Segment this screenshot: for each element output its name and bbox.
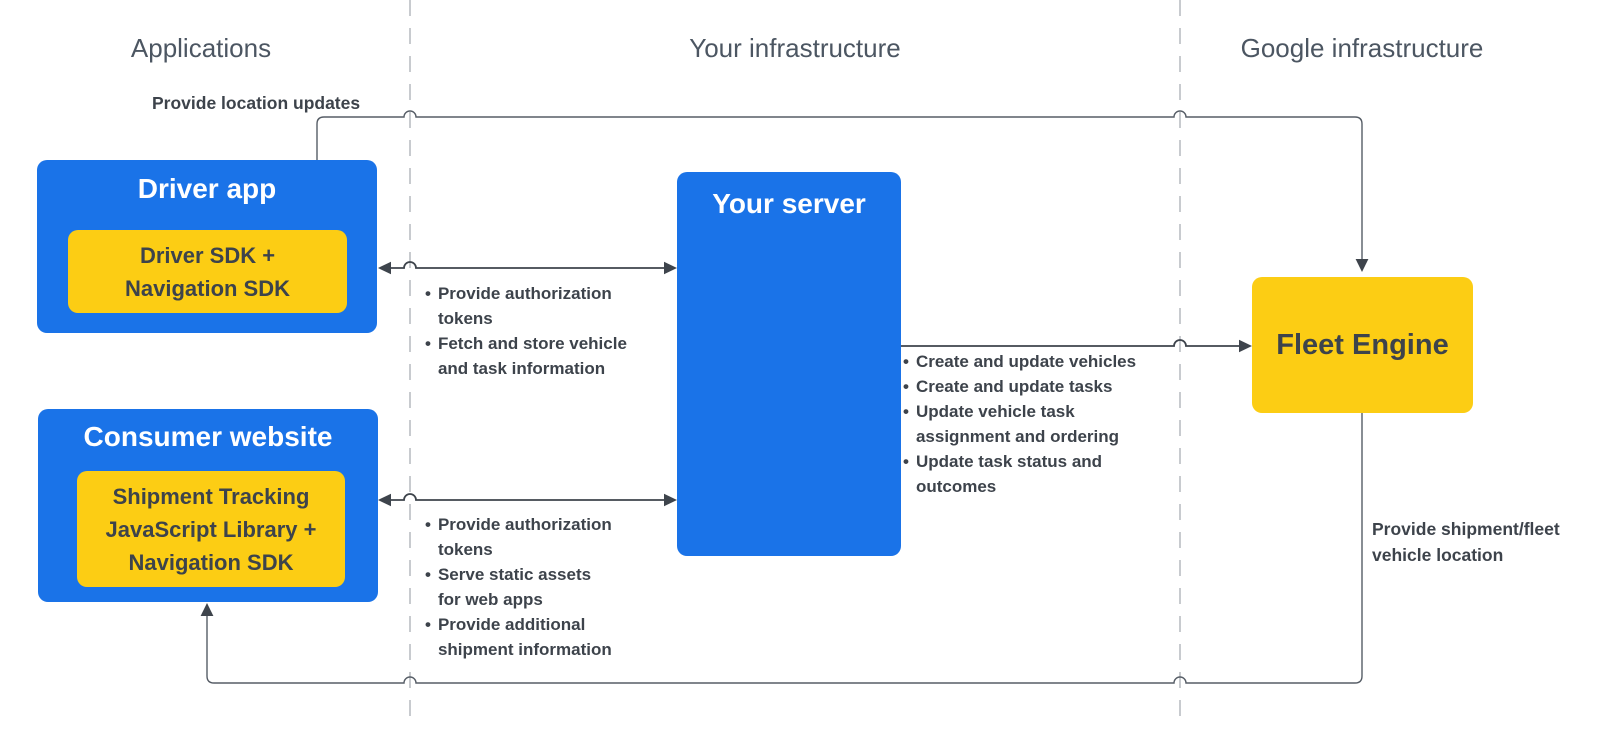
- arrowhead-right-your-server-2: [664, 493, 677, 507]
- bullet-item: • Provide authorization tokens: [425, 512, 660, 562]
- bullet-item: • Create and update tasks: [903, 374, 1168, 399]
- arrowhead-left-consumer-website: [378, 493, 391, 507]
- bullet-item: • Update task status and outcomes: [903, 449, 1168, 499]
- bullet-marker: •: [425, 284, 431, 303]
- node-driver-app-title: Driver app: [137, 173, 277, 204]
- node-shipment-tracking-library: Shipment Tracking JavaScript Library + N…: [77, 471, 345, 587]
- bullets-driver-server: • Provide authorization tokens • Fetch a…: [425, 281, 660, 381]
- node-your-server-title: Your server: [712, 188, 866, 219]
- bullet-item: • Create and update vehicles: [903, 349, 1168, 374]
- column-header-applications: Applications: [130, 33, 272, 63]
- bullet-item: • Fetch and store vehicle and task infor…: [425, 331, 660, 381]
- connector-server-fleet: [901, 339, 1240, 347]
- arrowhead-down-fleet-engine: [1355, 259, 1369, 272]
- column-header-your-infrastructure: Your infrastructure: [689, 33, 901, 63]
- bullets-consumer-server: • Provide authorization tokens • Serve s…: [425, 512, 660, 662]
- bullet-marker: •: [425, 334, 431, 353]
- bullet-marker: •: [425, 615, 431, 634]
- bullet-marker: •: [903, 402, 909, 421]
- column-header-google-infrastructure: Google infrastructure: [1240, 33, 1484, 63]
- connector-driver-server: [390, 261, 665, 269]
- label-provide-shipment-fleet-location: Provide shipment/fleet vehicle location: [1372, 519, 1560, 565]
- node-driver-sdk: Driver SDK + Navigation SDK: [68, 230, 347, 313]
- bullet-marker: •: [903, 377, 909, 396]
- bullets-server-fleet: • Create and update vehicles • Create an…: [903, 349, 1168, 499]
- arrowhead-up-consumer-website: [200, 603, 214, 616]
- node-your-server: Your server: [677, 172, 901, 556]
- node-driver-app: Driver app Driver SDK + Navigation SDK: [37, 160, 377, 333]
- bullet-item: • Serve static assets for web apps: [425, 562, 660, 612]
- bullet-marker: •: [903, 352, 909, 371]
- arrowhead-right-fleet-engine: [1239, 339, 1252, 353]
- node-consumer-website: Consumer website Shipment Tracking JavaS…: [38, 409, 378, 602]
- bullet-item: • Provide authorization tokens: [425, 281, 660, 331]
- arrowhead-left-driver-app: [378, 261, 391, 275]
- bullet-item: • Provide additional shipment informatio…: [425, 612, 660, 662]
- bullet-marker: •: [425, 515, 431, 534]
- bullet-marker: •: [903, 452, 909, 471]
- node-fleet-engine-title: Fleet Engine: [1276, 328, 1449, 361]
- bullet-marker: •: [425, 565, 431, 584]
- label-provide-location-updates: Provide location updates: [152, 93, 361, 113]
- bullet-item: • Update vehicle task assignment and ord…: [903, 399, 1168, 449]
- arrowhead-right-your-server-1: [664, 261, 677, 275]
- node-fleet-engine: Fleet Engine: [1252, 277, 1473, 413]
- node-consumer-website-title: Consumer website: [83, 421, 333, 452]
- connector-consumer-server: [390, 493, 665, 501]
